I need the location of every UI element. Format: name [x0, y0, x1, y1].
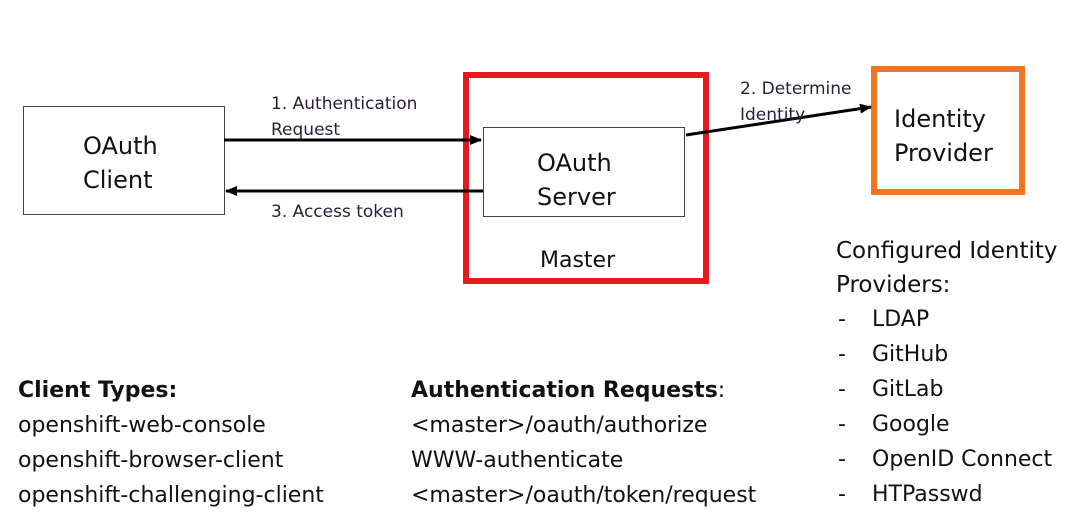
oauth-client-box: OAuth Client	[23, 106, 225, 215]
auth-request-label-line1: 1. Authentication	[271, 94, 418, 114]
bullet: -	[838, 447, 846, 472]
provider-name: GitHub	[872, 342, 949, 367]
provider-name: LDAP	[872, 307, 930, 332]
master-label: Master	[540, 248, 616, 273]
configured-providers-list: - LDAP - GitHub - GitLab - Google - OpenID Co…	[838, 302, 1052, 512]
list-item: - HTPasswd	[838, 477, 1052, 512]
auth-requests-section: Authentication Requests: <master>/oauth/…	[411, 374, 756, 513]
oauth-server-label-line1: OAuth	[537, 149, 612, 177]
provider-name: Google	[872, 412, 950, 437]
provider-name: HTPasswd	[872, 482, 983, 507]
oauth-server-label: OAuth Server	[537, 146, 616, 214]
oauth-client-label-line2: Client	[83, 166, 153, 194]
list-item: WWW-authenticate	[411, 448, 624, 473]
determine-identity-label-line2: Identity	[740, 105, 806, 125]
oauth-client-label-line1: OAuth	[83, 132, 158, 160]
list-item: - OpenID Connect	[838, 442, 1052, 477]
bullet: -	[838, 377, 846, 402]
bullet: -	[838, 307, 846, 332]
list-item: openshift-web-console	[18, 413, 266, 438]
determine-identity-label-line1: 2. Determine	[740, 79, 852, 99]
auth-request-label-line2: Request	[271, 120, 341, 140]
oauth-server-box: OAuth Server	[483, 127, 685, 217]
oauth-client-label: OAuth Client	[83, 129, 158, 197]
access-token-label: 3. Access token	[271, 202, 404, 222]
bullet: -	[838, 342, 846, 367]
oauth-server-label-line2: Server	[537, 183, 616, 211]
auth-requests-title-text: Authentication Requests	[411, 378, 718, 403]
client-types-title: Client Types:	[18, 378, 178, 403]
identity-provider-label: Identity Provider	[894, 102, 993, 170]
list-item: - GitLab	[838, 372, 1052, 407]
determine-identity-label: 2. Determine Identity	[740, 76, 852, 128]
list-item: openshift-browser-client	[18, 448, 284, 473]
provider-name: GitLab	[872, 377, 944, 402]
list-item: openshift-challenging-client	[18, 483, 324, 508]
provider-name: OpenID Connect	[872, 447, 1053, 472]
auth-requests-title-colon: :	[717, 378, 726, 403]
list-item: <master>/oauth/authorize	[411, 413, 708, 438]
auth-requests-title: Authentication Requests:	[411, 374, 756, 408]
list-item: <master>/oauth/token/request	[411, 483, 757, 508]
list-item: - LDAP	[838, 302, 1052, 337]
bullet: -	[838, 482, 846, 507]
list-item: - GitHub	[838, 337, 1052, 372]
list-item: - Google	[838, 407, 1052, 442]
configured-providers-title: Configured Identity Providers:	[836, 238, 1058, 298]
identity-provider-label-line2: Provider	[894, 139, 993, 167]
identity-provider-box: Identity Provider	[871, 66, 1025, 195]
identity-provider-label-line1: Identity	[894, 105, 986, 133]
auth-request-label: 1. Authentication Request	[271, 91, 417, 143]
client-types-section: Client Types: openshift-web-console open…	[18, 374, 324, 513]
bullet: -	[838, 412, 846, 437]
